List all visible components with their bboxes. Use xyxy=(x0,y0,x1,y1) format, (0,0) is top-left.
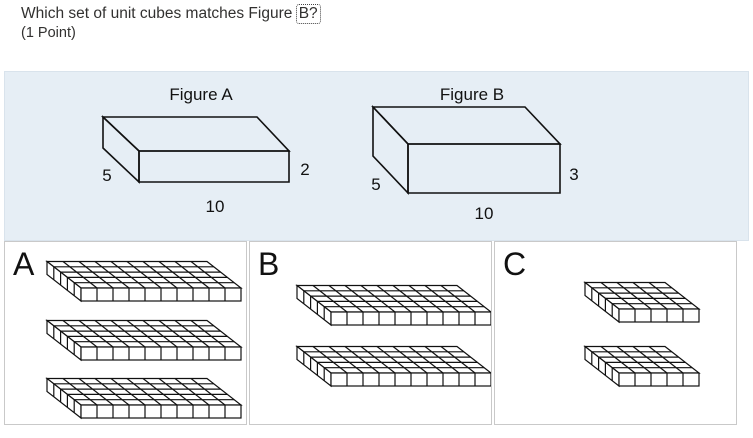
grid-line xyxy=(110,261,146,289)
grid-line xyxy=(344,346,380,374)
grid-line xyxy=(376,285,412,313)
figure-b-depth-label: 5 xyxy=(371,175,380,194)
cube-layer xyxy=(295,345,491,388)
grid-line xyxy=(328,346,364,374)
figure-b-height-label: 3 xyxy=(569,165,578,184)
cube-layer xyxy=(45,260,243,303)
grid-line xyxy=(110,378,146,406)
grid-line xyxy=(440,285,476,313)
grid-line xyxy=(78,378,114,406)
grid-line xyxy=(360,346,396,374)
grid-line xyxy=(174,320,210,348)
figure-b-title: Figure B xyxy=(440,85,504,104)
grid-line xyxy=(600,346,636,374)
grid-line xyxy=(126,261,162,289)
answer-options: A B C xyxy=(4,241,749,425)
grid-line xyxy=(424,346,460,374)
option-c-card: C xyxy=(494,241,737,425)
grid-line xyxy=(62,320,98,348)
grid-line xyxy=(142,261,178,289)
grid-line xyxy=(328,285,364,313)
grid-line xyxy=(392,285,428,313)
option-b-card: B xyxy=(249,241,492,425)
grid-line xyxy=(632,346,668,374)
question-points: (1 Point) xyxy=(21,25,76,41)
option-b-cubes xyxy=(295,284,491,388)
figure-b-width-label: 10 xyxy=(475,204,494,223)
grid-line xyxy=(360,285,396,313)
cube-layer xyxy=(295,284,491,327)
option-b-letter: B xyxy=(258,246,280,282)
grid-line xyxy=(392,346,428,374)
grid-line xyxy=(600,282,636,310)
option-c-cubes xyxy=(583,281,701,388)
grid-line xyxy=(632,282,668,310)
grid-line xyxy=(94,378,130,406)
figure-a-depth-label: 5 xyxy=(102,166,111,185)
grid-line xyxy=(158,261,194,289)
figure-a-title: Figure A xyxy=(169,85,233,104)
grid-line xyxy=(344,285,380,313)
grid-line xyxy=(62,378,98,406)
question-image: Figure A 5 10 2 Figure B 5 10 3 A B C xyxy=(4,67,749,435)
figures-panel: Figure A 5 10 2 Figure B 5 10 3 xyxy=(4,71,749,241)
grid-line xyxy=(616,282,652,310)
figures-drawing: Figure A 5 10 2 Figure B 5 10 3 xyxy=(100,85,579,223)
question-text-focused-fragment: B? xyxy=(295,4,321,24)
grid-line xyxy=(376,346,412,374)
layer-front-face xyxy=(618,372,700,387)
grid-line xyxy=(94,261,130,289)
figure-a-width-label: 10 xyxy=(206,197,225,216)
grid-line xyxy=(190,261,226,289)
grid-line xyxy=(78,320,114,348)
figure-a-height-label: 2 xyxy=(300,160,309,179)
option-c-letter: C xyxy=(503,246,527,282)
option-a-letter: A xyxy=(13,246,35,282)
grid-line xyxy=(408,346,444,374)
grid-line xyxy=(94,320,130,348)
grid-line xyxy=(110,320,146,348)
grid-line xyxy=(648,282,684,310)
cube-layer xyxy=(583,281,701,324)
grid-line xyxy=(126,378,162,406)
grid-line xyxy=(78,261,114,289)
grid-line xyxy=(616,346,652,374)
grid-line xyxy=(440,346,476,374)
figure-b xyxy=(371,104,562,196)
cube-layer xyxy=(45,319,243,362)
cube-layer xyxy=(583,345,701,388)
grid-line xyxy=(126,320,162,348)
grid-line xyxy=(408,285,444,313)
figure-a xyxy=(100,115,291,184)
option-a-cubes xyxy=(45,260,243,420)
grid-line xyxy=(174,378,210,406)
grid-line xyxy=(648,346,684,374)
grid-line xyxy=(312,285,348,313)
grid-line xyxy=(158,320,194,348)
grid-line xyxy=(424,285,460,313)
grid-line xyxy=(158,378,194,406)
layer-front-face xyxy=(618,308,700,323)
grid-line xyxy=(190,378,226,406)
option-a-card: A xyxy=(4,241,247,425)
question-text: Which set of unit cubes matches Figure xyxy=(21,5,297,22)
question-title: Which set of unit cubes matches Figure B… xyxy=(21,4,321,24)
grid-line xyxy=(312,346,348,374)
grid-line xyxy=(142,320,178,348)
grid-line xyxy=(190,320,226,348)
grid-line xyxy=(142,378,178,406)
cube-layer xyxy=(45,377,243,420)
grid-line xyxy=(62,261,98,289)
grid-line xyxy=(174,261,210,289)
